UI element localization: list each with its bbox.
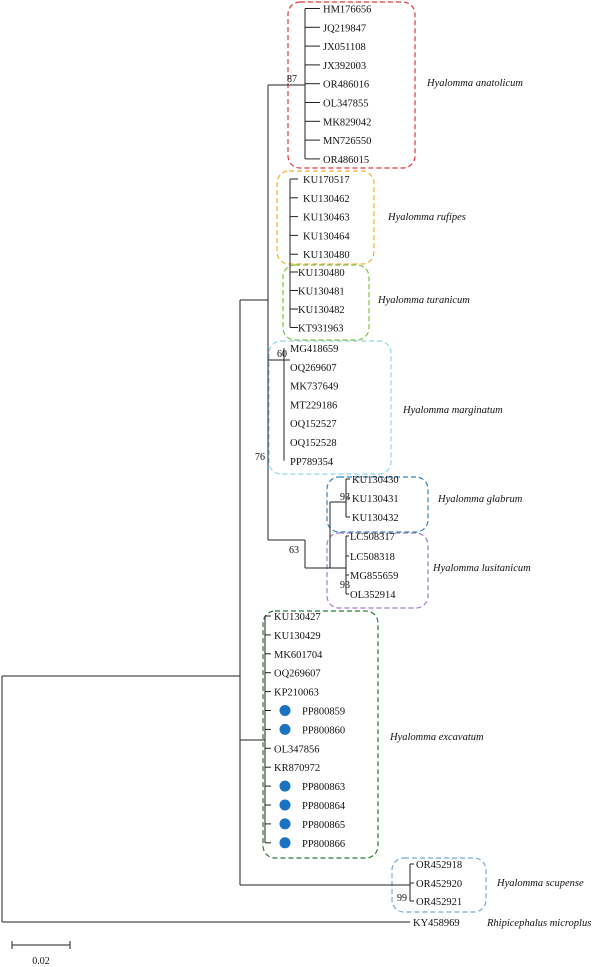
leaf-label: KU130480 xyxy=(298,268,345,279)
leaf-label: OR452920 xyxy=(416,879,462,890)
leaf-label: MG418659 xyxy=(290,344,338,355)
leaf-label: PP800866 xyxy=(302,839,345,850)
bootstrap-label: 60 xyxy=(277,349,287,360)
leaf-label: KU130430 xyxy=(352,475,399,486)
leaf-label: KY458969 xyxy=(413,918,460,929)
scupense-species-label: Hyalomma scupense xyxy=(496,878,584,889)
leaf-label: MK829042 xyxy=(323,117,371,128)
leaf-label: PP800859 xyxy=(302,707,345,718)
leaf-label: OQ269607 xyxy=(274,669,321,680)
glabrum-group-box xyxy=(326,476,429,533)
outgroup-species-label: Rhipicephalus microplus xyxy=(486,918,591,929)
leaf-label: KU170517 xyxy=(303,175,350,186)
leaf-label: PP800863 xyxy=(302,782,345,793)
leaf-label: KU130481 xyxy=(298,287,345,298)
sample-marker-dot xyxy=(279,723,291,735)
leaf-label: PP800860 xyxy=(302,725,345,736)
leaf-label: PP789354 xyxy=(290,457,334,468)
leaf-label: PP800865 xyxy=(302,820,345,831)
leaf-label: KU130480 xyxy=(303,250,350,261)
bootstrap-label: 63 xyxy=(289,545,299,556)
leaf-label: KU130482 xyxy=(298,305,345,316)
sample-marker-dot xyxy=(279,705,291,716)
anatolicum-species-label: Hyalomma anatolicum xyxy=(426,78,523,89)
leaf-label: KU130432 xyxy=(352,513,399,524)
leaf-label: OR486016 xyxy=(323,80,369,91)
leaf-label: LC508317 xyxy=(350,532,395,543)
turanicum-species-label: Hyalomma turanicum xyxy=(377,295,470,306)
excavatum-species-label: Hyalomma excavatum xyxy=(389,732,484,743)
sample-marker-dot xyxy=(279,837,291,849)
leaf-label: KU130427 xyxy=(274,612,321,623)
leaf-label: MN726550 xyxy=(323,136,371,147)
glabrum-species-label: Hyalomma glabrum xyxy=(437,494,523,505)
leaf-label: KU130462 xyxy=(303,194,350,205)
leaf-label: OQ152528 xyxy=(290,438,337,449)
leaf-label: LC508318 xyxy=(350,552,395,563)
leaf-label: KU130464 xyxy=(303,231,350,242)
leaf-label: KP210063 xyxy=(274,688,319,699)
leaf-label: KU130429 xyxy=(274,631,321,642)
leaf-label: KU130463 xyxy=(303,213,350,224)
leaf-label: OR452921 xyxy=(416,897,462,908)
excavatum-group-box xyxy=(262,610,379,859)
lusitanicum-species-label: Hyalomma lusitanicum xyxy=(432,563,531,574)
rufipes-group-box xyxy=(276,170,375,265)
lusitanicum-group-box xyxy=(326,532,429,609)
leaf-label: OQ152527 xyxy=(290,419,337,430)
leaf-label: OL352914 xyxy=(350,590,396,601)
leaf-label: MT229186 xyxy=(290,400,337,411)
turanicum-group-box xyxy=(282,264,370,341)
leaf-label: OR452918 xyxy=(416,860,462,871)
leaf-label: JX392003 xyxy=(323,61,366,72)
leaf-label: HM176656 xyxy=(323,5,371,16)
sample-marker-dot xyxy=(279,818,291,830)
leaf-label: KT931963 xyxy=(298,324,344,335)
leaf-label: OL347855 xyxy=(323,99,369,110)
scale-bar-label: 0.02 xyxy=(32,956,50,967)
leaf-label: KR870972 xyxy=(274,763,320,774)
leaf-label: JQ219847 xyxy=(323,23,366,34)
leaf-label: MG855659 xyxy=(350,571,398,582)
sample-marker-dot xyxy=(279,799,291,811)
bootstrap-label: 93 xyxy=(340,492,350,503)
rufipes-species-label: Hyalomma rufipes xyxy=(387,212,466,223)
leaf-label: OQ269607 xyxy=(290,363,337,374)
leaf-label: KU130431 xyxy=(352,494,399,505)
leaf-label: PP800864 xyxy=(302,801,346,812)
bootstrap-label: 93 xyxy=(340,580,350,591)
bootstrap-label: 87 xyxy=(287,74,297,85)
leaf-label: JX051108 xyxy=(323,42,366,53)
bootstrap-label: 99 xyxy=(397,893,407,904)
marginatum-group-box xyxy=(268,340,392,475)
bootstrap-label: 76 xyxy=(255,452,265,463)
marginatum-species-label: Hyalomma marginatum xyxy=(402,405,503,416)
leaf-label: OR486015 xyxy=(323,155,369,166)
leaf-label: MK601704 xyxy=(274,650,323,661)
leaf-label: MK737649 xyxy=(290,382,338,393)
sample-marker-dot xyxy=(279,780,291,792)
leaf-label: OL347856 xyxy=(274,744,320,755)
